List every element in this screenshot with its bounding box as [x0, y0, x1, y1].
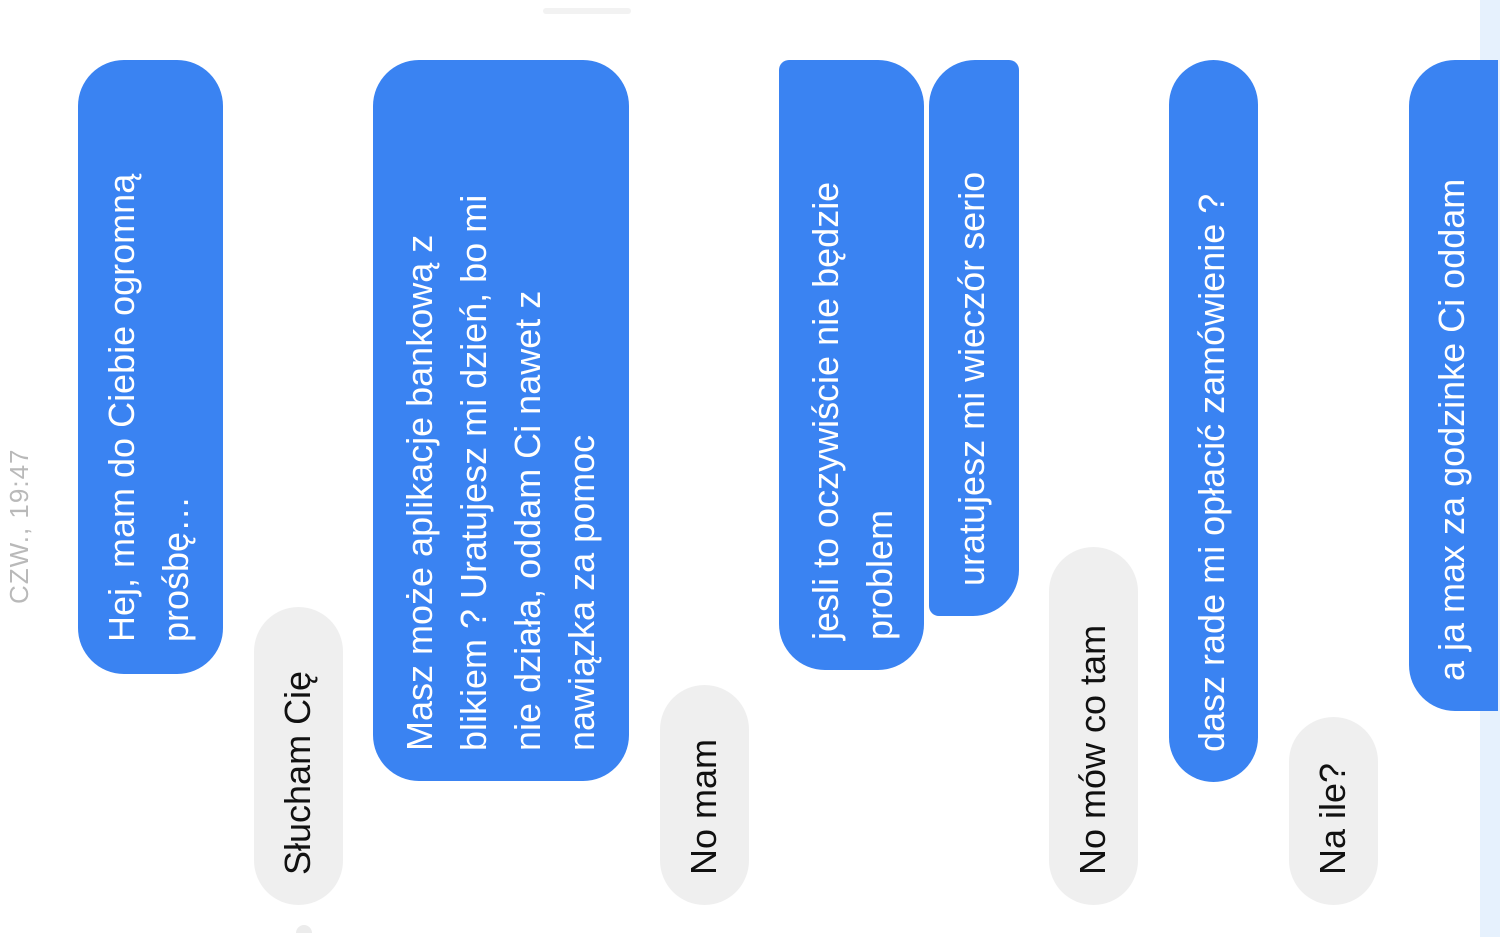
message-text: nawiązka za pomoc — [561, 434, 602, 751]
message-bubble-outgoing[interactable]: Hej, mam do Ciebie ogromną prośbę… — [78, 60, 223, 674]
message-text: nie działa, oddam Ci nawet z — [507, 290, 548, 751]
message-bubble-incoming[interactable]: No mów co tam — [1049, 547, 1138, 905]
message-text: prośbę… — [155, 495, 196, 642]
message-bubble-incoming[interactable]: No mam — [660, 685, 749, 905]
message-bubble-outgoing[interactable]: dasz rade mi opłacić zamówienie ? — [1169, 60, 1258, 782]
message-text: dasz rade mi opłacić zamówienie ? — [1191, 193, 1232, 752]
message-timestamp: CZW., 19:47 — [4, 448, 34, 605]
drag-handle[interactable] — [543, 8, 631, 14]
message-text: blikiem ? Uratujesz mi dzień, bo mi — [453, 194, 494, 751]
message-text: problem — [859, 509, 900, 640]
message-text: Hej, mam do Ciebie ogromną — [101, 173, 142, 642]
message-bubble-outgoing[interactable]: Masz może aplikacje bankową z blikiem ? … — [373, 60, 629, 781]
message-bubble-incoming[interactable]: Słucham Cię — [254, 607, 343, 905]
message-text: Masz może aplikacje bankową z — [399, 234, 440, 751]
message-text: Na ile? — [1312, 762, 1353, 875]
reaction-indicator — [296, 925, 312, 933]
message-text: Słucham Cię — [277, 670, 318, 875]
message-bubble-outgoing[interactable]: jesli to oczywiście nie będzie problem — [779, 60, 924, 670]
message-text: No mam — [683, 738, 724, 875]
message-text: uratujesz mi wieczór serio — [951, 171, 992, 586]
message-bubble-incoming[interactable]: Na ile? — [1289, 717, 1378, 905]
message-text: jesli to oczywiście nie będzie — [805, 181, 846, 640]
message-text: No mów co tam — [1072, 624, 1113, 875]
message-text: a ja max za godzinke Ci oddam — [1431, 178, 1472, 681]
message-bubble-outgoing[interactable]: a ja max za godzinke Ci oddam — [1409, 60, 1498, 711]
message-bubble-outgoing[interactable]: uratujesz mi wieczór serio — [929, 60, 1019, 616]
